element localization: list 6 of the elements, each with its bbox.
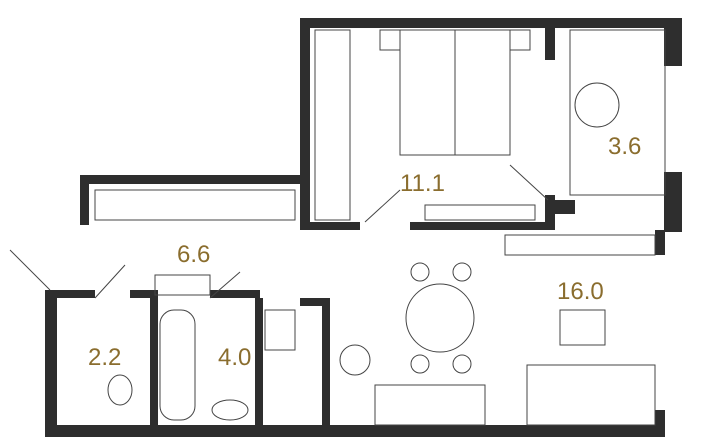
room-area-label: 16.0 <box>557 280 604 304</box>
room-area-label: 4.0 <box>218 346 252 370</box>
room-area-label: 2.2 <box>88 346 122 370</box>
room-area-label: 3.6 <box>608 135 642 159</box>
room-area-label: 6.6 <box>177 243 210 267</box>
room-area-label: 11.1 <box>400 172 445 196</box>
